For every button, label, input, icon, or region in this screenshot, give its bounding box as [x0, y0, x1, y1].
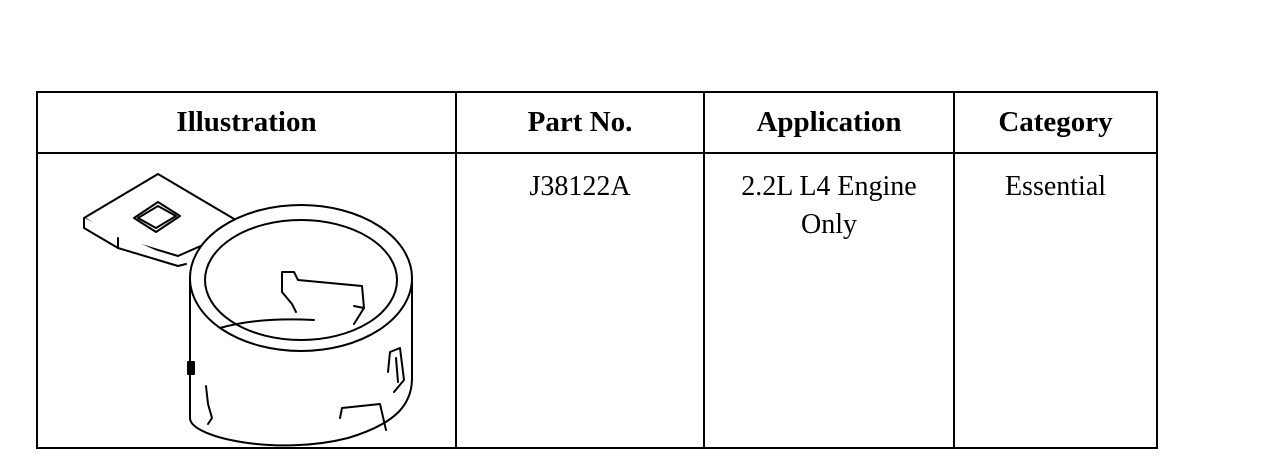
illustration-cell: [36, 153, 457, 449]
header-category: Category: [953, 91, 1158, 154]
table-header-row: Illustration Part No. Application Catego…: [36, 91, 1158, 154]
application-line-2: Only: [801, 209, 857, 240]
category-cell: Essential: [953, 153, 1158, 449]
header-application: Application: [703, 91, 955, 154]
part-no-cell: J38122A: [455, 153, 705, 449]
application-cell: 2.2L L4 Engine Only: [703, 153, 955, 449]
application-line-1: 2.2L L4 Engine: [741, 171, 917, 202]
table-row: J38122A 2.2L L4 Engine Only Essential: [36, 153, 1158, 449]
special-tools-table: Illustration Part No. Application Catego…: [36, 91, 1158, 449]
flywheel-holder-tool-icon: [83, 173, 413, 447]
header-illustration: Illustration: [36, 91, 457, 154]
header-part-no: Part No.: [455, 91, 705, 154]
